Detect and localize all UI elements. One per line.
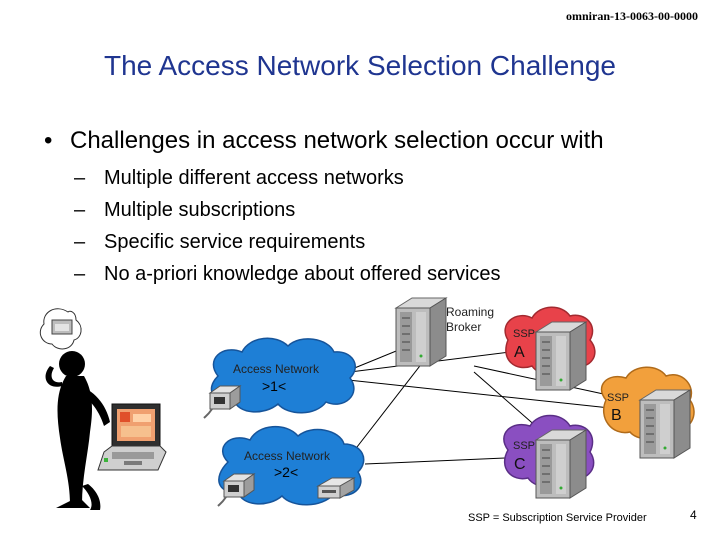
access-network-2-id: >2< [274, 464, 299, 480]
dash-marker: – [74, 199, 86, 221]
access-network-1-id: >1< [262, 378, 287, 394]
bullet-marker: • [44, 127, 53, 154]
dash-marker: – [74, 231, 86, 253]
link-an2-ssp-c [364, 457, 506, 465]
link-broker-ssp-c [473, 371, 539, 429]
sub-bullet-text: Specific service requirements [104, 231, 366, 253]
ssp-c-cloud [503, 414, 595, 499]
access-network-2-label: Access Network [244, 449, 331, 463]
ssp-c-label: SSP [513, 440, 536, 452]
page-number: 4 [690, 508, 697, 522]
main-bullet-text: Challenges in access network selection o… [70, 127, 604, 154]
thinking-person-figure [39, 308, 110, 510]
dash-marker: – [74, 167, 86, 189]
ssp-a-letter: A [514, 344, 525, 361]
printer-device [316, 477, 356, 499]
access-network-1-label: Access Network [233, 362, 320, 376]
roaming-broker-label-line2: Broker [446, 320, 482, 334]
sub-bullet: –Multiple different access networks [74, 166, 501, 198]
link-an1-ssp-b [347, 379, 611, 409]
ssp-b-letter: B [611, 407, 622, 424]
ssp-b-cloud [600, 366, 695, 459]
ssp-b-label: SSP [607, 392, 630, 404]
ssp-c-letter: C [514, 456, 526, 473]
ssp-footnote: SSP = Subscription Service Provider [468, 512, 647, 524]
access-network-1-cloud [203, 337, 356, 419]
sub-bullet: –Specific service requirements [74, 230, 501, 262]
slide-title: The Access Network Selection Challenge [103, 50, 617, 81]
main-bullet: • Challenges in access network selection … [44, 127, 604, 155]
sub-bullet: –No a-priori knowledge about offered ser… [74, 262, 501, 294]
laptop-device [97, 403, 167, 471]
dash-marker: – [74, 263, 86, 285]
sub-bullet-text: Multiple different access networks [104, 167, 404, 189]
sub-bullet-text: Multiple subscriptions [104, 199, 296, 221]
ssp-a-cloud [504, 306, 596, 391]
document-id: omniran-13-0063-00-0000 [566, 9, 698, 23]
roaming-broker-label-line1: Roaming [446, 305, 495, 319]
roaming-broker-server [395, 297, 447, 367]
sub-bullet: –Multiple subscriptions [74, 198, 501, 230]
sub-bullet-text: No a-priori knowledge about offered serv… [104, 263, 501, 285]
ssp-a-label: SSP [513, 328, 536, 340]
sub-bullet-list: –Multiple different access networks –Mul… [74, 166, 501, 294]
